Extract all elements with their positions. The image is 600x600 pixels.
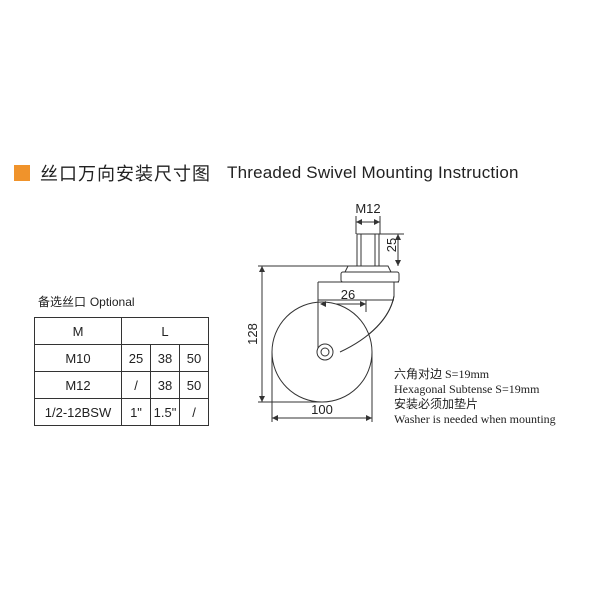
optional-label-chinese: 备选丝口 xyxy=(38,295,87,309)
table-cell: / xyxy=(121,371,151,399)
note-washer-english: Washer is needed when mounting xyxy=(394,412,556,426)
table-cell: 1" xyxy=(121,398,151,426)
table-cell-m: 1/2-12BSW xyxy=(34,398,122,426)
arrow-icon xyxy=(259,266,265,272)
optional-label-english: Optional xyxy=(89,295,135,309)
table-cell: 38 xyxy=(150,371,180,399)
thread-size-label: M12 xyxy=(355,201,380,216)
fork-front xyxy=(317,295,395,353)
table-cell: 1.5" xyxy=(150,398,180,426)
arrow-icon xyxy=(259,396,265,402)
note-hex-chinese: 六角对边 S=19mm xyxy=(394,367,490,381)
hex-nut xyxy=(344,265,392,273)
note-hex-english: Hexagonal Subtense S=19mm xyxy=(394,382,540,396)
arrow-icon xyxy=(320,301,326,307)
axle-hub xyxy=(316,343,334,361)
mounting-notes: 六角对边 S=19mm Hexagonal Subtense S=19mm 安装… xyxy=(394,367,556,427)
axle-inner xyxy=(320,347,330,357)
arrow-icon xyxy=(395,260,401,266)
optional-label: 备选丝口 Optional xyxy=(38,293,135,310)
offset-label: 26 xyxy=(341,287,355,302)
top-plate xyxy=(340,271,400,283)
arrow-icon xyxy=(272,415,278,421)
table-cell-m: M12 xyxy=(34,371,122,399)
table-cell: / xyxy=(179,398,209,426)
arrow-icon xyxy=(360,301,366,307)
arrow-icon xyxy=(395,234,401,240)
arrow-icon xyxy=(374,219,380,225)
note-washer-chinese: 安装必须加垫片 xyxy=(394,397,479,411)
stem-length-label: 25 xyxy=(384,238,399,252)
arrow-icon xyxy=(366,415,372,421)
title-chinese: 丝口万向安装尺寸图 xyxy=(40,164,211,185)
height-label: 128 xyxy=(245,323,260,345)
table-cell: 50 xyxy=(179,371,209,399)
arrow-icon xyxy=(356,219,362,225)
header-m: M xyxy=(34,317,122,345)
page-header: 丝口万向安装尺寸图 Threaded Swivel Mounting Instr… xyxy=(14,160,519,186)
table-row: M12 / 38 50 xyxy=(34,371,209,399)
title-english: Threaded Swivel Mounting Instruction xyxy=(227,163,519,182)
threaded-stem xyxy=(356,233,380,267)
table-row: 1/2-12BSW 1" 1.5" / xyxy=(34,398,209,426)
wheel-diameter-label: 100 xyxy=(311,402,333,417)
table-cell: 50 xyxy=(179,344,209,372)
orange-square-icon xyxy=(14,165,30,181)
optional-thread-table: M L M10 25 38 50 M12 / 38 50 1/2-12BSW 1… xyxy=(34,317,209,426)
